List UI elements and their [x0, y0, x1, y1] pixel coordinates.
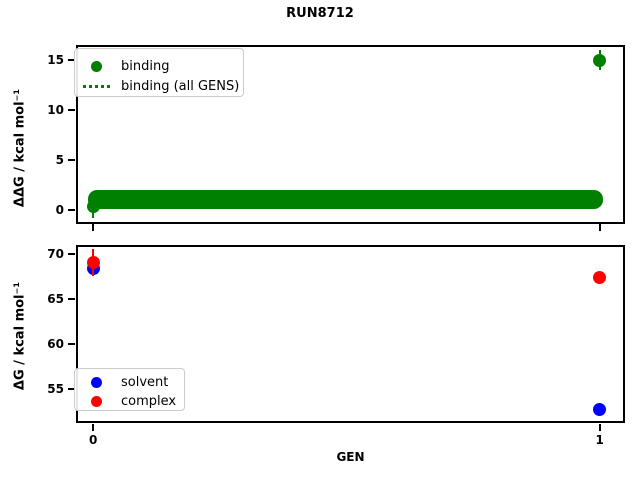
legend-item: binding (all GENS) — [79, 77, 243, 96]
point-complex — [593, 271, 607, 285]
bottom-y-axis-label: ΔG / kcal mol⁻¹ — [12, 281, 28, 391]
y-tick-label: 70 — [47, 246, 64, 261]
legend-handle — [79, 85, 113, 88]
y-tick — [68, 297, 75, 300]
legend-item: complex — [79, 392, 184, 410]
y-tick-label: 60 — [47, 336, 64, 351]
legend-handle — [79, 376, 113, 388]
point-solvent — [593, 402, 607, 416]
legend-item-label: binding — [121, 59, 170, 74]
point-binding — [86, 199, 100, 213]
y-tick-label: 10 — [47, 103, 64, 117]
y-tick — [68, 159, 75, 161]
y-tick-label: 65 — [47, 291, 64, 306]
y-tick-label: 0 — [55, 203, 64, 217]
legend-item: solvent — [79, 373, 184, 391]
top-y-axis-label: ΔΔG / kcal mol⁻¹ — [12, 88, 28, 208]
x-tick-label: 1 — [595, 432, 604, 447]
x-tick — [598, 423, 601, 431]
y-tick — [68, 387, 75, 390]
uncertainty-band — [88, 190, 603, 209]
legend-dotted-line-icon — [100, 85, 104, 88]
y-tick-label: 55 — [47, 381, 64, 396]
y-tick — [68, 342, 75, 345]
y-tick — [68, 209, 75, 211]
legend-item-label: binding (all GENS) — [121, 79, 240, 94]
legend-handle — [79, 61, 113, 72]
y-tick — [68, 252, 75, 255]
legend-dotted-line-icon — [106, 85, 110, 88]
legend-dotted-line-icon — [82, 85, 86, 88]
y-tick — [68, 109, 75, 111]
point-binding — [593, 53, 607, 67]
y-tick-label: 5 — [55, 153, 64, 167]
bottom-legend: solvent complex — [74, 368, 185, 411]
legend-handle — [79, 395, 113, 407]
x-tick — [92, 224, 95, 231]
top-legend: binding binding (all GENS) — [74, 48, 244, 97]
legend-item-label: complex — [121, 393, 177, 409]
top-subplot-axes — [76, 45, 625, 224]
y-tick — [68, 59, 75, 61]
bottom-subplot-axes — [76, 245, 625, 423]
legend-dot-icon — [90, 61, 102, 72]
legend-item-label: solvent — [121, 374, 169, 390]
legend-dot-icon — [90, 395, 102, 407]
figure-title: RUN8712 — [286, 6, 354, 21]
legend-item: binding — [79, 57, 243, 76]
x-axis-label: GEN — [336, 450, 365, 464]
point-complex — [86, 256, 100, 270]
legend-dotted-line-icon — [88, 85, 92, 88]
x-tick — [598, 224, 601, 231]
legend-dot-icon — [90, 376, 102, 388]
x-tick-label: 0 — [89, 432, 98, 447]
x-tick — [92, 423, 95, 431]
y-tick-label: 15 — [47, 53, 64, 67]
legend-dotted-line-icon — [94, 85, 98, 88]
